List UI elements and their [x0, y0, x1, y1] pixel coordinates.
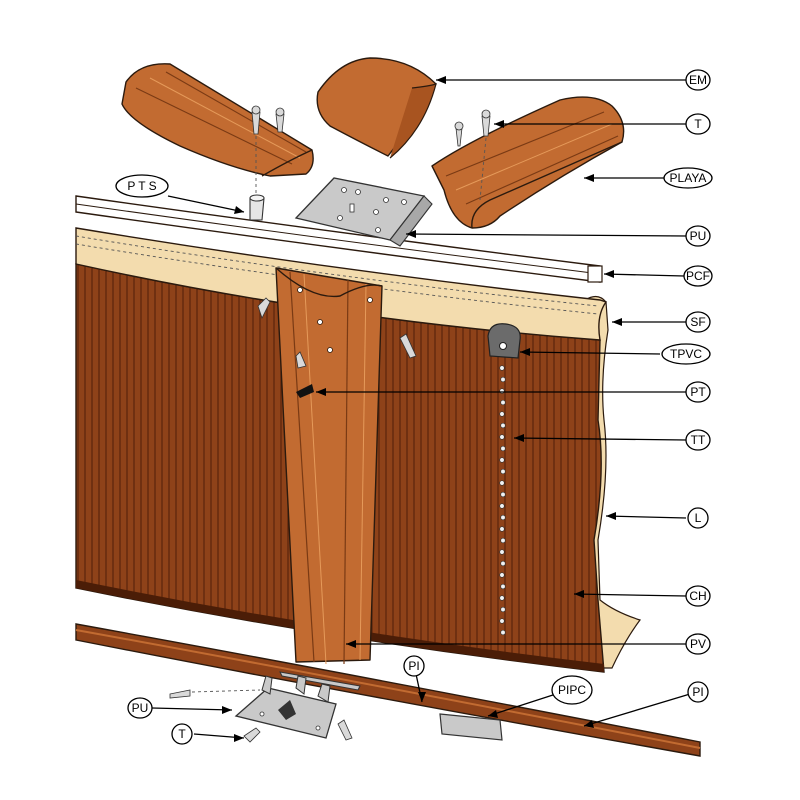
- tension-hole: [499, 595, 505, 601]
- label-pv-text: PV: [690, 637, 706, 651]
- label-t-bottom-text: T: [178, 727, 186, 741]
- tpvc-clip: [487, 323, 521, 359]
- label-pi-mid: PI: [403, 655, 425, 677]
- label-l: L: [687, 507, 709, 529]
- pipc-connector: [439, 713, 503, 741]
- label-pv: PV: [685, 633, 711, 655]
- coping-plank-left: [121, 63, 314, 177]
- label-t-bottom: T: [171, 723, 193, 745]
- label-pt: PT: [685, 381, 711, 403]
- tension-hole: [500, 422, 506, 429]
- tension-hole: [499, 365, 505, 371]
- label-tt-text: TT: [691, 433, 706, 447]
- tension-hole: [499, 480, 505, 486]
- label-pts-text: P T S: [127, 179, 156, 193]
- bottom-bracket-pu: [169, 675, 353, 743]
- tension-hole: [499, 572, 505, 578]
- label-pi-right-text: PI: [692, 685, 703, 699]
- label-pu-bottom: PU: [127, 697, 153, 719]
- label-pcf: PCF: [683, 265, 713, 287]
- label-em-text: EM: [689, 73, 707, 87]
- label-pu-top: PU: [685, 225, 711, 247]
- tension-hole: [499, 618, 505, 624]
- tension-hole: [500, 399, 506, 406]
- screw-icon: [399, 333, 417, 359]
- screw-icon: [295, 351, 307, 369]
- screw-icon: [169, 689, 191, 699]
- label-sf: SF: [685, 311, 711, 333]
- label-pipc: PIPC: [551, 675, 593, 705]
- top-bracket-plate: [294, 177, 433, 247]
- wall-screws: [257, 297, 417, 369]
- label-pu-bottom-text: PU: [132, 701, 149, 715]
- label-playa-text: PLAYA: [670, 171, 707, 185]
- tension-hole: [500, 583, 506, 590]
- tension-hole: [500, 376, 506, 383]
- tension-hole: [500, 537, 506, 544]
- label-pcf-text: PCF: [686, 269, 710, 283]
- label-pts: P T S: [115, 174, 169, 198]
- pts-cap: [249, 194, 265, 221]
- tension-hole: [500, 606, 506, 613]
- label-pipc-text: PIPC: [558, 683, 586, 697]
- tension-hole: [499, 549, 505, 555]
- label-t-top: T: [685, 113, 711, 135]
- wall-bottom-edge: [76, 580, 604, 672]
- arrow-heads: [222, 76, 622, 742]
- screw-icon: [455, 127, 463, 147]
- screw-icon: [243, 727, 261, 743]
- label-t-top-text: T: [694, 117, 702, 131]
- tension-hole: [499, 526, 505, 532]
- label-tpvc-text: TPVC: [670, 347, 702, 361]
- label-pt-text: PT: [690, 385, 706, 399]
- screw-icon: [257, 297, 271, 320]
- label-pi-right: PI: [687, 681, 709, 703]
- tension-hole: [500, 514, 506, 521]
- label-sf-text: SF: [690, 315, 705, 329]
- label-ch-text: CH: [689, 589, 706, 603]
- label-tpvc: TPVC: [661, 343, 711, 365]
- screw-icon: [337, 719, 353, 741]
- label-tt: TT: [685, 429, 711, 451]
- top-screws: [251, 105, 491, 201]
- label-em: EM: [685, 69, 711, 91]
- label-pi-mid-text: PI: [408, 659, 419, 673]
- pt-screw-icon: [296, 384, 314, 398]
- tension-hole: [499, 434, 505, 440]
- tension-hole: [500, 468, 506, 475]
- tension-hole: [499, 411, 505, 417]
- label-playa: PLAYA: [663, 167, 713, 189]
- top-rail-pcf: [75, 195, 603, 283]
- label-l-text: L: [695, 511, 702, 525]
- tension-hole: [499, 503, 505, 509]
- tension-hole: [500, 560, 506, 567]
- tension-hole: [500, 629, 506, 636]
- coping-plank-playa: [431, 96, 625, 229]
- tension-hole: [500, 445, 506, 452]
- tension-hole: [499, 457, 505, 463]
- em-end-cap: [316, 57, 437, 159]
- label-ch: CH: [685, 585, 711, 607]
- tension-hole: [500, 491, 506, 498]
- tt-tension-strip: [499, 365, 506, 636]
- label-pu-top-text: PU: [690, 229, 707, 243]
